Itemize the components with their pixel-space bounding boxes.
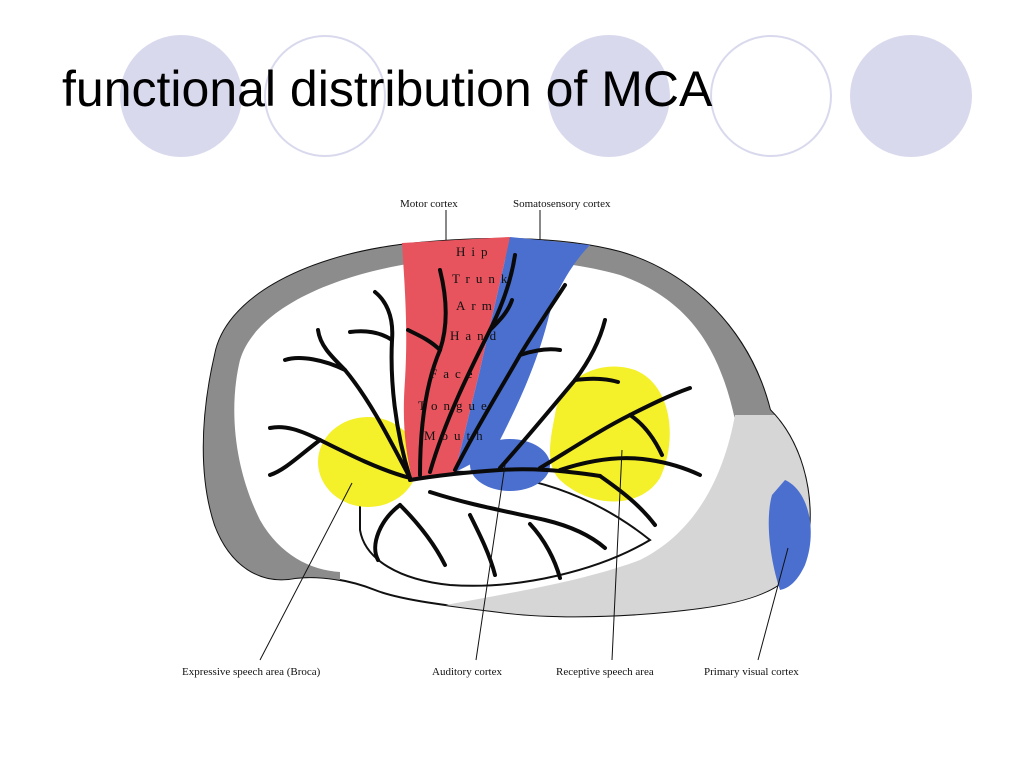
auditory-area: [470, 439, 550, 491]
homunculus-arm: Arm: [456, 298, 498, 313]
homunculus-tongue: Tongue: [418, 398, 493, 413]
pca-territory: [380, 415, 810, 617]
label-primary-visual-cortex: Primary visual cortex: [704, 666, 799, 678]
leader-lines: [259, 210, 789, 661]
slide-title: functional distribution of MCA: [62, 61, 713, 117]
decorative-circle-3: [548, 35, 670, 157]
homunculus-hand: Hand: [450, 328, 502, 343]
label-receptive-speech-area: Receptive speech area: [556, 666, 654, 678]
label-somatosensory-cortex: Somatosensory cortex: [513, 198, 611, 210]
homunculus-mouth: Mouth: [424, 428, 489, 443]
motor-strip: [402, 237, 510, 478]
label-auditory-cortex: Auditory cortex: [432, 666, 502, 678]
homunculus-face: Face: [430, 366, 479, 381]
mca-vessels: [268, 253, 702, 580]
homunculus-trunk: Trunk: [452, 271, 513, 286]
label-expressive-speech-area: Expressive speech area (Broca): [182, 666, 321, 678]
decorative-circle-5: [850, 35, 972, 157]
visual-area: [768, 480, 811, 590]
decorative-circle-1: [120, 35, 242, 157]
homunculus-hip: Hip: [456, 244, 494, 259]
label-motor-cortex: Motor cortex: [400, 198, 458, 210]
wernicke-area: [550, 366, 670, 502]
decorative-circle-2: [264, 35, 386, 157]
decorative-circle-4: [710, 35, 832, 157]
